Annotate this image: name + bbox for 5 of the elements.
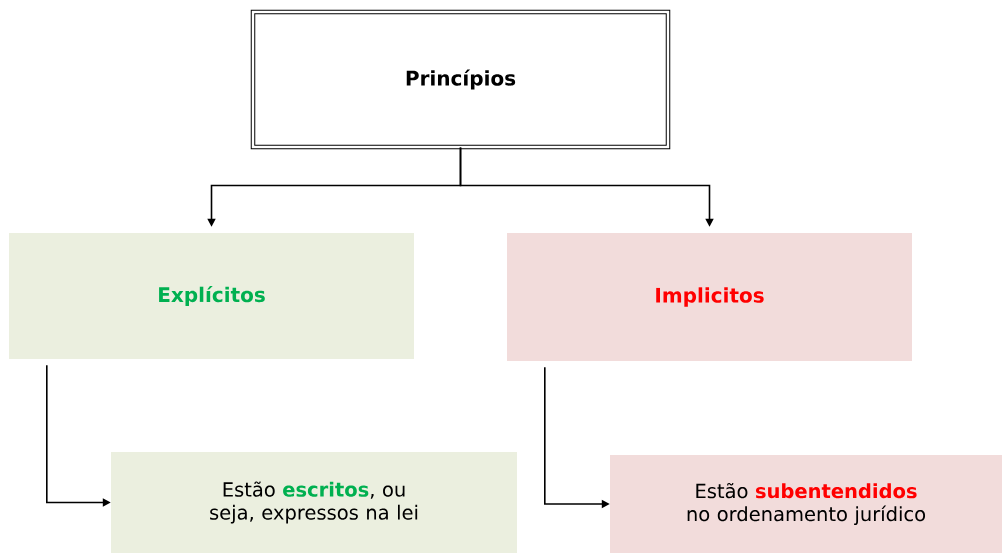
description-box: Estão subentendidos no ordenamento jurídico [610, 455, 1002, 553]
title-box: Princípios [250, 9, 671, 150]
description-box: Estão escritos, ou seja, expressos na lei [111, 452, 517, 553]
category-box: Implicitos [507, 233, 912, 361]
category-box: Explícitos [9, 233, 414, 359]
